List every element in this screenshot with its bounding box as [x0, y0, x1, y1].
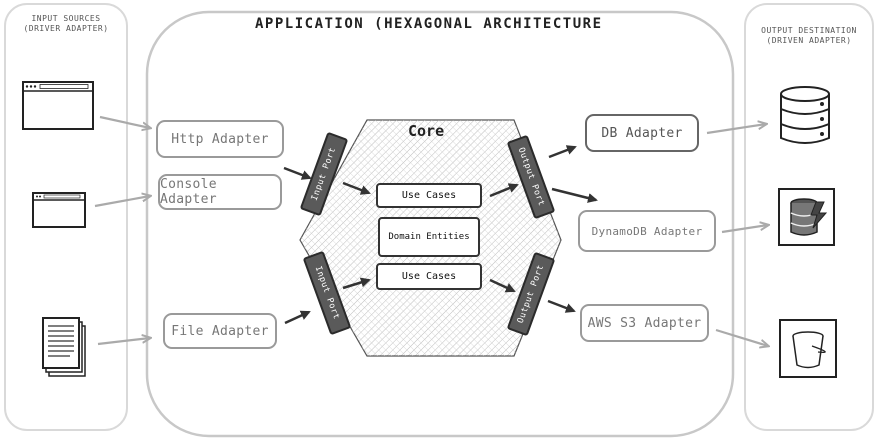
domain-entities[interactable]: Domain Entities — [378, 217, 480, 257]
input-panel-title-line1: INPUT SOURCES — [31, 14, 101, 23]
console-adapter[interactable]: Console Adapter — [158, 174, 282, 210]
browser-window-icon — [22, 81, 94, 130]
dynamodb-adapter[interactable]: DynamoDB Adapter — [578, 210, 716, 252]
aws-s3-adapter[interactable]: AWS S3 Adapter — [580, 304, 709, 342]
arrow-output-port-to-s3 — [547, 299, 576, 313]
arrow-docs-to-file — [97, 338, 150, 346]
arrow-s3-to-bucket — [715, 328, 768, 346]
arrow-usecases-top-to-output-port — [489, 183, 519, 198]
document-stack-icon — [42, 317, 86, 377]
http-adapter[interactable]: Http Adapter — [156, 120, 284, 158]
input-panel-title-line2: (DRIVER ADAPTER) — [23, 24, 109, 33]
arrow-browser-to-http — [99, 115, 150, 128]
db-adapter[interactable]: DB Adapter — [585, 114, 699, 152]
output-panel-title-line1: OUTPUT DESTINATION — [761, 26, 857, 35]
arrow-file-to-input-port — [284, 310, 311, 325]
core-title: Core — [408, 122, 445, 140]
use-cases-top[interactable]: Use Cases — [376, 183, 482, 208]
arrow-db-to-database — [706, 124, 766, 135]
output-panel-title: OUTPUT DESTINATION (DRIVEN ADAPTER) — [749, 26, 869, 46]
application-boundary — [145, 10, 735, 438]
arrow-input-port-to-usecases-top — [342, 181, 371, 195]
s3-bucket-icon — [779, 319, 837, 378]
arrow-input-port-to-usecases-bottom — [342, 277, 371, 290]
input-sources-panel — [4, 3, 128, 431]
arrow-output-port-to-dynamodb — [551, 187, 598, 203]
console-window-icon — [32, 192, 86, 228]
arrow-dynamodb-to-table — [721, 225, 768, 234]
output-panel-title-line2: (DRIVEN ADAPTER) — [766, 36, 852, 45]
output-destination-panel — [744, 3, 874, 431]
input-panel-title: INPUT SOURCES (DRIVER ADAPTER) — [10, 14, 122, 34]
application-title: APPLICATION (HEXAGONAL ARCHITECTURE — [255, 16, 603, 32]
file-adapter[interactable]: File Adapter — [163, 313, 277, 349]
database-icon — [780, 86, 830, 144]
arrow-output-port-to-db — [548, 145, 577, 159]
dynamodb-icon — [778, 188, 835, 246]
arrow-http-to-input-port — [283, 166, 312, 180]
arrow-usecases-bottom-to-output-port — [489, 278, 516, 293]
arrow-console-to-console-adapter — [94, 196, 150, 208]
use-cases-bottom[interactable]: Use Cases — [376, 263, 482, 290]
